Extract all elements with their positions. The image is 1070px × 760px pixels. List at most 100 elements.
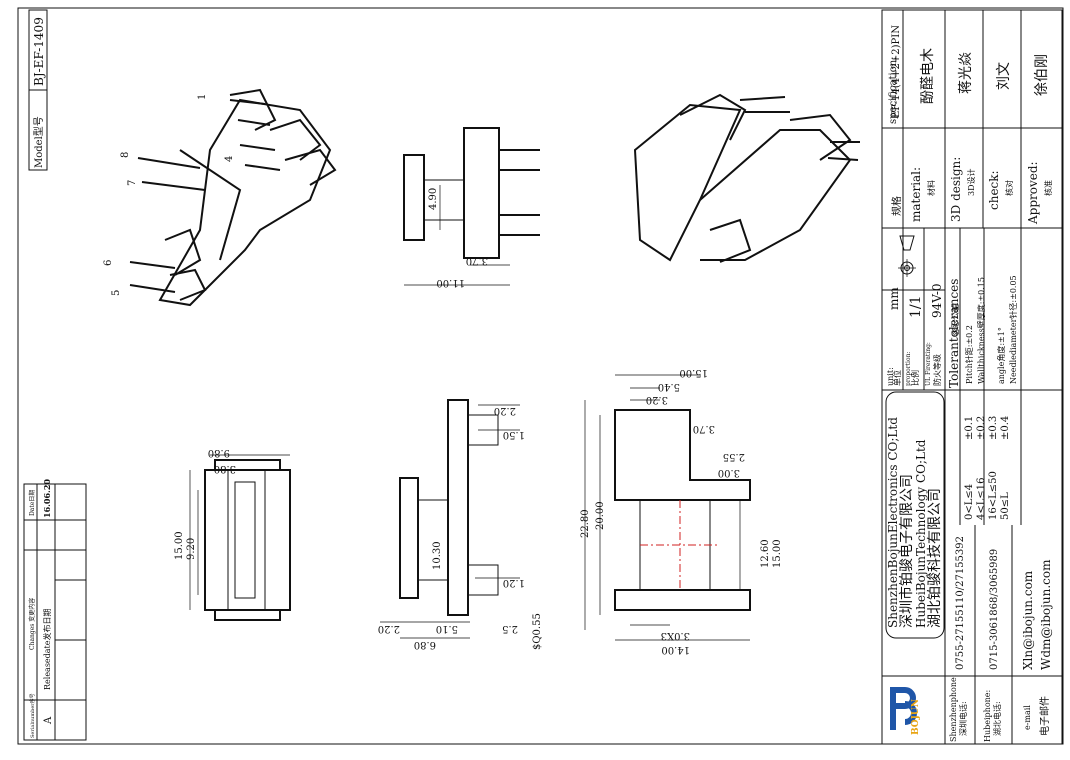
check-label: check:: [987, 170, 1001, 210]
check-cn: 核对: [1004, 180, 1014, 196]
model-value: BJ-EF-1409: [32, 17, 46, 86]
company-line: 湖北铂骏科技有限公司: [927, 488, 943, 628]
design-label: 3D design:: [949, 157, 963, 222]
design-cn: 3D设计: [966, 168, 976, 196]
phone-sz-value: 0755-27155110/27155392: [955, 536, 966, 670]
dim-label: 14.00: [661, 644, 690, 655]
change-table: Serialnumber序号 Changes 变更内容 Date日期 A Rel…: [23, 479, 87, 741]
note-wall: Wallthickness壁厚度:±0.15: [976, 277, 986, 384]
approved-label: Approved:: [1026, 161, 1040, 225]
ul-cn: 防火等级: [932, 354, 942, 386]
pin-number: 4: [224, 156, 235, 162]
dim-label: 5.40: [658, 381, 680, 392]
dim-label: 3.20: [646, 394, 668, 405]
content-header: Changes 变更内容: [28, 598, 36, 650]
company-line: ShenzhenBojunElectronics CO;Ltd: [886, 417, 900, 628]
specification-cn: 规格: [890, 196, 903, 216]
tolerance-range: 50≤L: [1000, 492, 1011, 520]
date-header: Date日期: [28, 490, 36, 516]
tolerance-range: 4<L≤16: [976, 478, 987, 521]
side-view-bottom: 2.20 1.50 10.30 1.20 2.20 5.10 2.5 6.80 …: [378, 399, 543, 650]
dim-label: 3.00: [718, 467, 740, 478]
change-serial: A: [43, 716, 54, 725]
dim-label: 5.10: [436, 623, 458, 634]
dim-label: $Q0.55: [532, 613, 543, 650]
dim-label: 9.20: [186, 538, 197, 560]
note-angle: angle角度:±1°: [996, 327, 1006, 384]
tolerances-title: Tolerantolerances: [947, 279, 961, 388]
dim-label: 6.80: [414, 639, 436, 650]
side-view-top: 4.90 3.70 11.00: [403, 127, 540, 288]
sheet-border: [17, 7, 1064, 745]
specification-value: EF-14(4+2+2)PIN: [891, 25, 902, 118]
brand-text: BOJUN: [911, 699, 921, 735]
model-label: Model型号: [32, 116, 45, 168]
pin-number: 5: [111, 290, 122, 296]
isometric-view-left: 1 4 8 7 6 5: [103, 88, 337, 307]
tolerance-value: ±0.1: [964, 416, 975, 440]
dim-label: 2.5: [502, 623, 518, 634]
tolerance-value: ±0.4: [1000, 416, 1011, 440]
material-cn: 材料: [926, 180, 936, 196]
check-value: 刘文: [996, 62, 1012, 90]
dim-label: 11.00: [436, 277, 465, 288]
tolerances-cn: 容忍公差: [950, 304, 960, 336]
note-needle: Needlediameter针径:±0.05: [1008, 275, 1018, 384]
dim-label: 9.80: [208, 447, 230, 458]
proportion-cn: 比例: [910, 370, 920, 386]
phone-sz-label: Shenzhenphone:: [949, 675, 958, 742]
dim-label: 2.20: [378, 623, 400, 634]
tolerance-range: 0<L≤4: [964, 484, 975, 520]
material-value: 酚醛电木: [920, 48, 936, 104]
company-line: 深圳市铂骏电子有限公司: [898, 474, 915, 628]
unit-label: unit:: [886, 367, 895, 386]
tolerance-range: 16<L≤50: [988, 471, 999, 520]
title-block: specification: 规格 EF-14(4+2+2)PIN materi…: [881, 9, 1063, 745]
tolerance-value: ±0.2: [976, 416, 987, 440]
email-value: Xln@ibojun.com: [1021, 570, 1035, 670]
company-line: HubeiBojunTechnology CO;Ltd: [914, 439, 928, 628]
email-label: e-mail: [1023, 705, 1032, 730]
pin-number: 7: [127, 180, 138, 186]
ul-value: 94V-0: [930, 283, 944, 318]
dim-label: 1.20: [503, 577, 525, 588]
dim-label: 2.20: [494, 405, 516, 416]
approved-value: 徐伯刚: [1034, 54, 1050, 96]
dim-label: 20.00: [595, 501, 606, 530]
phone-hb-cn: 湖北电话:: [992, 701, 1002, 736]
proportion-value: 1/1: [908, 295, 924, 318]
change-content: Releasedate发布日期: [42, 609, 52, 691]
company-box: [885, 391, 945, 639]
pin-number: 1: [197, 94, 208, 100]
dim-label: 22.80: [580, 509, 591, 538]
top-view-right: 15.00 5.40 3.20 3.70 2.55 3.00 22.80 20.…: [580, 367, 783, 655]
change-date: 16.06.20: [42, 479, 52, 518]
dim-label: 10.30: [432, 541, 443, 570]
approved-cn: 核准: [1043, 180, 1053, 196]
ul-label: UL Firerating:: [925, 342, 932, 386]
pin-number: 6: [103, 260, 114, 266]
dim-label: 1.50: [503, 429, 525, 440]
material-label: material:: [909, 167, 923, 222]
specification-label: specification:: [888, 56, 899, 124]
phone-hb-label: Hubeiphone:: [983, 690, 992, 742]
isometric-view-right: [633, 93, 860, 263]
proportion-label: proportion:: [905, 352, 912, 386]
dim-label: 2.55: [723, 451, 745, 462]
serial-header: Serialnumber序号: [29, 693, 36, 738]
pin-number: 8: [120, 152, 131, 158]
unit-cn: 单位: [892, 370, 902, 386]
dim-label: 3.0X3: [661, 630, 690, 641]
dim-label: 15.00: [772, 539, 783, 568]
front-view-left: 9.80 3.80 15.00 9.20: [174, 447, 291, 621]
dim-label: 3.80: [214, 463, 236, 474]
email-cn: 电子邮件: [1038, 696, 1051, 736]
tolerance-value: ±0.3: [988, 416, 999, 440]
phone-sz-cn: 深圳电话:: [958, 701, 968, 736]
bojun-logo-icon: BOJUN: [888, 680, 921, 738]
dim-label: 4.90: [428, 188, 439, 210]
dim-label: 12.60: [760, 539, 771, 568]
dim-label: 3.70: [693, 423, 715, 434]
dim-label: 15.00: [174, 531, 185, 560]
